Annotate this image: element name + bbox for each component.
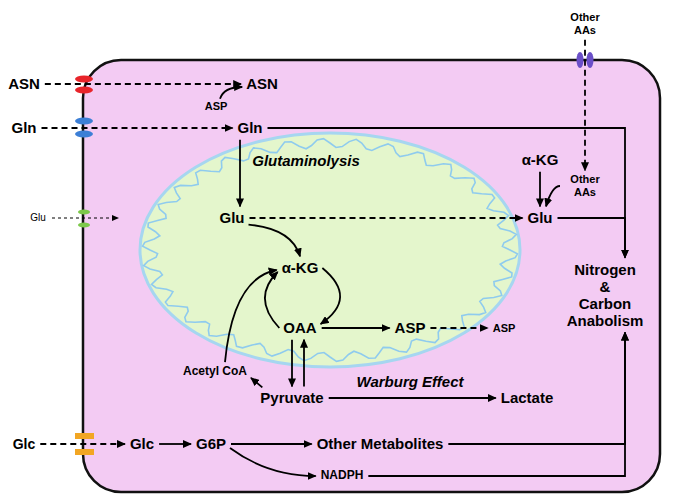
metabolite-node: Glu (218, 209, 247, 226)
metabolite-node: Glu (28, 212, 48, 224)
metabolite-label: NADPH (321, 469, 364, 483)
pathway-arrow (291, 340, 293, 387)
metabolite-label: Pyruvate (260, 389, 323, 406)
metabolite-label: Other Metabolites (317, 435, 444, 452)
pathway-arrow (321, 268, 340, 324)
pathway-arrow (42, 127, 233, 129)
metabolite-node: Gln (236, 119, 265, 136)
metabolite-label: Acetyl CoA (183, 365, 247, 379)
metabolite-node: Glc (11, 436, 38, 452)
metabolite-label: ASP (493, 322, 516, 335)
pathway-label: Warburg Effect (355, 373, 466, 390)
pathway-arrow (225, 270, 277, 362)
metabolite-node: NADPH (319, 469, 366, 483)
metabolite-label: Glu (220, 209, 245, 226)
pathway-arrow (368, 333, 625, 476)
metabolite-node: Gln (10, 119, 39, 136)
metabolite-label: OAA (283, 319, 316, 336)
metabolite-node: Acetyl CoA (181, 365, 249, 379)
metabolite-label: Other AAs (565, 173, 605, 198)
metabolite-label: α-KG (522, 151, 559, 168)
metabolite-label: Glu (30, 212, 46, 224)
mitochondrial-cristae (143, 139, 518, 362)
metabolite-label: Nitrogen & Carbon Anabolism (564, 261, 646, 330)
pathway-arrow (558, 218, 626, 258)
pathway-arrow (230, 448, 316, 476)
pathway-arrow (546, 186, 560, 206)
metabolite-node: Other Metabolites (315, 435, 446, 452)
glu-uptake-arrow (52, 218, 118, 219)
metabolite-node: OAA (281, 319, 318, 336)
mitochondrion (140, 133, 520, 367)
metabolite-label: Lactate (501, 389, 554, 406)
metabolite-label: Other AAs (565, 11, 605, 36)
pathway-arrow (159, 443, 191, 445)
pathway-arrow (268, 128, 626, 258)
pathway-arrow (40, 443, 125, 445)
metabolite-node: ASN (244, 75, 280, 92)
metabolite-node: α-KG (520, 151, 561, 168)
metabolite-node: ASP (491, 322, 518, 335)
metabolite-node: Glu (526, 209, 555, 226)
pathway-arrow (329, 397, 496, 399)
pathway-arrow (430, 327, 487, 329)
pathway-label: Glutaminolysis (250, 152, 362, 169)
pathway-arrow (584, 40, 586, 171)
metabolite-label: Glu (528, 209, 553, 226)
metabolite-label: Glc (130, 435, 154, 452)
metabolite-label: ASP (395, 319, 426, 336)
metabolite-node: Other AAs (563, 11, 607, 36)
metabolite-node: Other AAs (563, 173, 607, 198)
metabolite-label: Gln (238, 119, 263, 136)
metabolite-node: Nitrogen & Carbon Anabolism (562, 261, 648, 330)
pathway-arrow (231, 443, 312, 445)
pathway-arrow (249, 225, 301, 257)
cell-membrane (83, 60, 660, 492)
metabolite-label: Gln (12, 119, 37, 136)
pathway-arrow (303, 340, 305, 387)
metabolite-node: Glc (128, 435, 156, 452)
metabolite-label: ASN (8, 75, 40, 92)
pathway-arrow (448, 333, 625, 445)
metabolite-node: ASP (393, 319, 428, 336)
metabolite-node: G6P (194, 435, 228, 452)
metabolite-label: α-KG (282, 259, 319, 276)
metabolite-node: α-KG (280, 259, 321, 276)
pathway-arrow (251, 378, 262, 387)
metabolite-label: Glc (13, 436, 36, 452)
pathway-arrow (220, 87, 242, 99)
metabolite-node: Lactate (499, 389, 556, 406)
pathway-arrow (239, 140, 241, 207)
metabolite-node: Pyruvate (258, 389, 325, 406)
pathway-arrow (539, 172, 541, 207)
metabolite-label: ASN (246, 75, 278, 92)
metabolite-node: ASP (203, 100, 230, 113)
pathway-arrow (322, 327, 390, 329)
metabolite-label: G6P (196, 435, 226, 452)
pathway-arrow (45, 83, 241, 85)
pathway-arrow (250, 217, 523, 219)
pathway-arrow (265, 272, 279, 328)
metabolite-node: ASN (6, 75, 42, 92)
metabolite-label: ASP (205, 100, 228, 113)
